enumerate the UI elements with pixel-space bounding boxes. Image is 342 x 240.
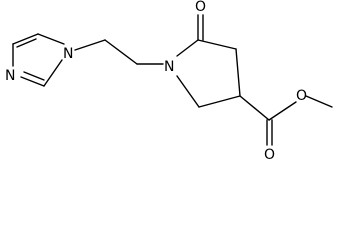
atom-imidazole-n3: N bbox=[5, 68, 15, 84]
imidazole-ring bbox=[12, 33, 65, 87]
bond-c3-c2 bbox=[198, 95, 241, 108]
bond-c3-ester-c bbox=[239, 95, 270, 121]
chemical-structure-diagram: N N N O O O bbox=[5, 0, 333, 162]
bond-ch2-ch2 bbox=[104, 39, 138, 65]
bond-imidazole-c5-n1 bbox=[37, 33, 65, 45]
ethyl-linker bbox=[74, 39, 164, 65]
pyrrolidinone-ring bbox=[176, 14, 241, 108]
bond-lactam-n-c5 bbox=[176, 39, 199, 57]
bond-o-methyl bbox=[305, 95, 333, 108]
bond-imidazole-n3-c2-inner bbox=[23, 71, 45, 81]
bond-imidazole-n3-c2 bbox=[20, 76, 45, 87]
bond-ester-c-o-single bbox=[268, 101, 297, 121]
atom-imidazole-n1: N bbox=[63, 46, 73, 62]
bond-n1-ch2 bbox=[74, 39, 106, 51]
atom-ester-oxygen-double: O bbox=[264, 147, 275, 162]
bond-c5-c4 bbox=[197, 39, 237, 50]
bond-c4-c3 bbox=[235, 48, 241, 97]
bond-imidazole-c2-n1 bbox=[43, 59, 63, 87]
bond-imidazole-c4-c5 bbox=[12, 33, 39, 45]
bond-imidazole-c4-c5-inner bbox=[16, 38, 37, 48]
bond-c2-lactam-n bbox=[176, 75, 200, 108]
atom-lactam-oxygen: O bbox=[195, 0, 206, 15]
methyl-ester bbox=[239, 95, 333, 146]
atom-lactam-n: N bbox=[164, 59, 174, 75]
atom-ester-oxygen-single: O bbox=[296, 88, 307, 104]
